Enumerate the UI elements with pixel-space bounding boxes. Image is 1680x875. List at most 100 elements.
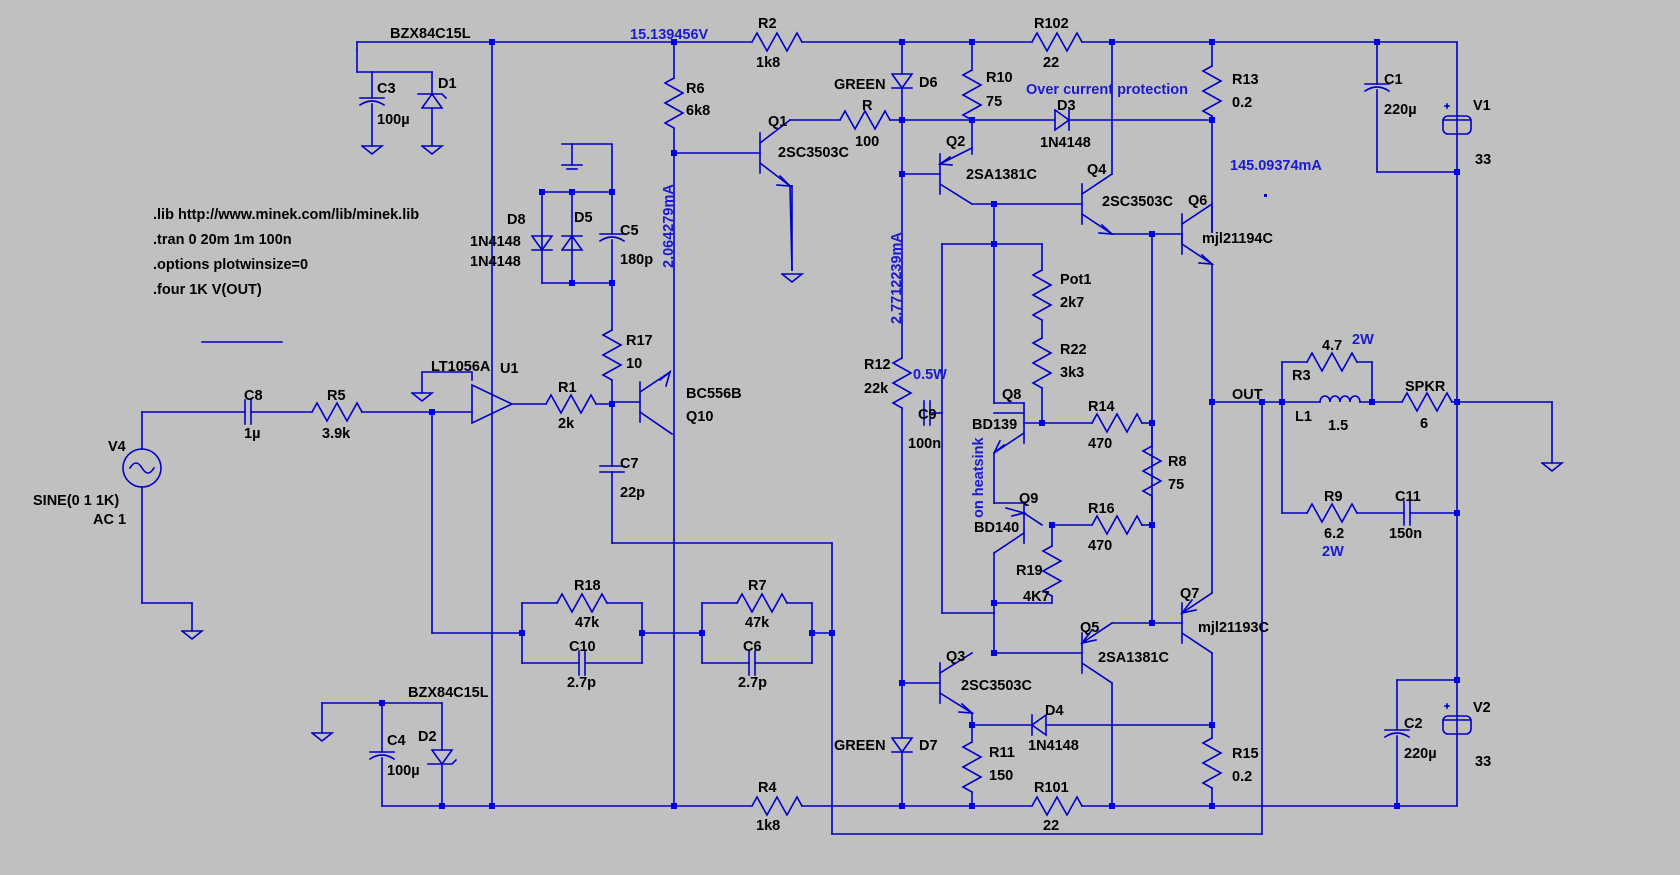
l1-name: L1 — [1295, 409, 1312, 425]
input-stage — [122, 371, 613, 641]
r102-value: 22 — [1043, 55, 1059, 71]
r-value: 100 — [855, 134, 879, 150]
c8-name: C8 — [244, 388, 263, 404]
rails — [356, 41, 1458, 807]
r18-value: 47k — [575, 615, 600, 631]
pot1-value: 2k7 — [1060, 295, 1084, 311]
l1-value: 1.5 — [1328, 418, 1348, 434]
r14-name: R14 — [1088, 399, 1115, 415]
r10-value: 75 — [986, 94, 1002, 110]
q1-model: 2SC3503C — [778, 145, 849, 161]
q5-model: 2SA1381C — [1098, 650, 1169, 666]
ocp-note: Over current protection — [1026, 82, 1188, 98]
r1-value: 2k — [558, 416, 575, 432]
r101-value: 22 — [1043, 818, 1059, 834]
r7-name: R7 — [748, 578, 767, 594]
r17-value: 10 — [626, 356, 642, 372]
r22-name: R22 — [1060, 342, 1087, 358]
d5-name: D5 — [574, 210, 593, 226]
u1-name: U1 — [500, 361, 519, 377]
r16-value: 470 — [1088, 538, 1112, 554]
supplies — [201, 41, 1472, 807]
q2-model: 2SA1381C — [966, 167, 1037, 183]
r1-name: R1 — [558, 380, 577, 396]
c7-value: 22p — [620, 485, 645, 501]
directive-four: .four 1K V(OUT) — [153, 282, 262, 298]
d4-name: D4 — [1045, 703, 1064, 719]
r9-value: 6.2 — [1324, 526, 1344, 542]
q10-name: BC556B — [686, 386, 742, 402]
c11-name: C11 — [1395, 489, 1421, 505]
current1-readout: 2.064279mA — [661, 184, 677, 268]
q4-model: 2SC3503C — [1102, 194, 1173, 210]
r11-name: R11 — [989, 745, 1015, 761]
r16-name: R16 — [1088, 501, 1115, 517]
d8-name: D8 — [507, 212, 526, 228]
c10-name: C10 — [569, 639, 596, 655]
r19-name: R19 — [1016, 563, 1043, 579]
d7-name: D7 — [919, 738, 938, 754]
r17-name: R17 — [626, 333, 653, 349]
d1-name: D1 — [438, 76, 457, 92]
c5-value: 180p — [620, 252, 653, 268]
c5-name: C5 — [620, 223, 639, 239]
r5-name: R5 — [327, 388, 346, 404]
q2-r10 — [937, 41, 995, 245]
r3-value: 4.7 — [1322, 338, 1342, 354]
r-name: R — [862, 98, 873, 114]
r9-power: 2W — [1322, 544, 1344, 560]
current2-readout: 2.7712239mA — [889, 232, 905, 324]
r6-value: 6k8 — [686, 103, 710, 119]
q9-name: Q9 — [1019, 491, 1038, 507]
v1-name: V1 — [1473, 98, 1491, 114]
r15-value: 0.2 — [1232, 769, 1252, 785]
voltage-readout: 15.139456V — [630, 27, 709, 43]
zener-bot-label: BZX84C15L — [408, 685, 489, 701]
heatsink-note: on heatsink — [971, 436, 987, 518]
vbe-multiplier — [992, 243, 1162, 614]
r9-name: R9 — [1324, 489, 1343, 505]
output-network — [1211, 352, 1565, 526]
d2-name: D2 — [418, 729, 437, 745]
directive-tran: .tran 0 20m 1m 100n — [153, 232, 292, 248]
q7-name: Q7 — [1180, 586, 1199, 602]
r19-value: 4K7 — [1023, 589, 1050, 605]
c4-name: C4 — [387, 733, 406, 749]
c8-value: 1µ — [244, 426, 260, 442]
c9-value: 100n — [908, 436, 941, 452]
c1-value: 220µ — [1384, 102, 1417, 118]
r15-name: R15 — [1232, 746, 1259, 762]
directive-lib: .lib http://www.minek.com/lib/minek.lib — [153, 207, 419, 223]
q10-model: Q10 — [686, 409, 713, 425]
directive-options: .options plotwinsize=0 — [153, 257, 308, 273]
r10-name: R10 — [986, 70, 1013, 86]
c3-name: C3 — [377, 81, 396, 97]
r8-name: R8 — [1168, 454, 1187, 470]
q9-model: BD140 — [974, 520, 1019, 536]
q6-name: Q6 — [1188, 193, 1207, 209]
q8-model: BD139 — [972, 417, 1017, 433]
r3-power: 2W — [1352, 332, 1374, 348]
lower-output — [938, 401, 1222, 816]
r18-name: R18 — [574, 578, 601, 594]
v2-value: 33 — [1475, 754, 1491, 770]
r2-value: 1k8 — [756, 55, 780, 71]
q5-name: Q5 — [1080, 620, 1099, 636]
q8-name: Q8 — [1002, 387, 1021, 403]
d8-d5-c5 — [530, 143, 1263, 835]
r12-value: 22k — [864, 381, 889, 397]
r11-value: 150 — [989, 768, 1013, 784]
r13-name: R13 — [1232, 72, 1259, 88]
out-label: OUT — [1232, 387, 1263, 403]
d5-model: 1N4148 — [470, 254, 521, 270]
c6-value: 2.7p — [738, 675, 767, 691]
v4-name: V4 — [108, 439, 126, 455]
r4-name: R4 — [758, 780, 777, 796]
d3-name: D3 — [1057, 98, 1076, 114]
labels: BZX84C15L C3 100µ D1 BZX84C15L C4 100µ D… — [33, 16, 1491, 834]
r13-value: 0.2 — [1232, 95, 1252, 111]
spkr-name: SPKR — [1405, 379, 1446, 395]
junctions — [379, 39, 1460, 809]
d8-model: 1N4148 — [470, 234, 521, 250]
